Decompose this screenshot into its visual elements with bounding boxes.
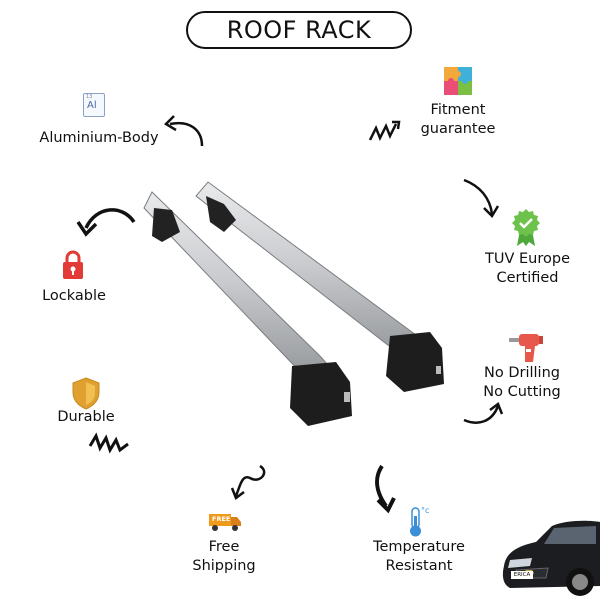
shipping-label: Free Shipping (176, 538, 272, 576)
fitment-label: Fitment guarantee (408, 101, 508, 139)
aluminium-body-label: Aluminium-Body (39, 130, 159, 146)
tuv-line1: TUV Europe (485, 251, 570, 267)
shipping-line1: Free (208, 539, 240, 555)
lockable-label: Lockable (42, 288, 106, 304)
no-drilling-line2: No Cutting (483, 384, 561, 400)
fitment-line1: Fitment (430, 102, 486, 118)
tuv-arrow (463, 178, 500, 219)
puzzle-icon (444, 67, 472, 95)
delivery-truck-icon: FREE (208, 512, 242, 532)
aluminium-arrow (163, 115, 204, 147)
no-drilling-arrow (463, 402, 504, 424)
temperature-line1: Temperature (373, 539, 465, 555)
lockable-arrow (76, 208, 136, 237)
padlock-icon (63, 250, 83, 279)
car-image: ERICA (496, 512, 600, 598)
certified-badge-icon (512, 209, 540, 246)
roof-rack-image (143, 181, 444, 426)
durable-squiggle (88, 432, 129, 454)
element-number: 13 (86, 94, 93, 100)
truck-text: FREE (212, 515, 231, 523)
no-drilling-label: No Drilling No Cutting (470, 364, 574, 402)
page-title: ROOF RACK (186, 11, 412, 49)
tuv-label: TUV Europe Certified (470, 250, 585, 288)
no-drilling-line1: No Drilling (484, 365, 560, 381)
element-symbol: Al (87, 100, 97, 111)
tuv-line2: Certified (496, 270, 559, 286)
temperature-line2: Resistant (385, 558, 453, 574)
shipping-line2: Shipping (192, 558, 256, 574)
temperature-arrow (375, 464, 396, 514)
drill-icon (509, 334, 543, 362)
license-plate: ERICA (511, 571, 533, 579)
temperature-unit: °c (421, 506, 430, 515)
fitment-squiggle (368, 120, 401, 142)
shield-icon (72, 377, 100, 410)
aluminium-element-icon: 13 Al (83, 93, 105, 117)
temperature-label: Temperature Resistant (362, 538, 476, 576)
durable-label: Durable (57, 409, 115, 425)
thermometer-icon: °c (406, 506, 432, 538)
fitment-line2: guarantee (420, 121, 496, 137)
shipping-arrow (230, 464, 266, 500)
